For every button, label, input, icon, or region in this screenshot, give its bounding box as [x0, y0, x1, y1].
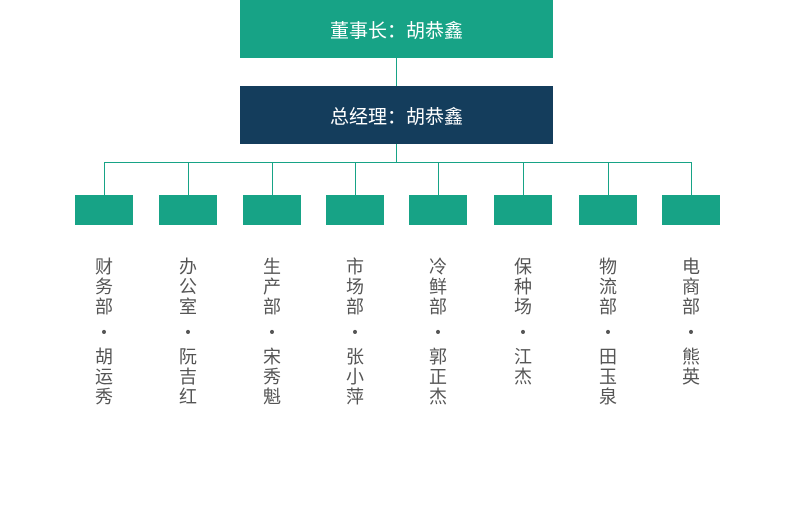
dept-head-name: 张小萍: [346, 347, 364, 408]
dept-name: 保种场: [514, 257, 532, 318]
dept-head-name: 郭正杰: [429, 347, 447, 408]
dept-name: 生产部: [263, 257, 281, 318]
dept-name: 办公室: [179, 257, 197, 318]
dept-header-block: [579, 195, 637, 225]
dept-head-name: 熊英: [682, 347, 700, 388]
dept-header-block: [409, 195, 467, 225]
dept-label: 办公室 • 阮吉红: [159, 258, 217, 408]
dept-header-block: [326, 195, 384, 225]
dept-header-block: [75, 195, 133, 225]
separator-dot: •: [350, 325, 360, 341]
dept-label: 物流部 • 田玉泉: [579, 258, 637, 408]
dept-label: 生产部 • 宋秀魁: [243, 258, 301, 408]
separator-dot: •: [433, 325, 443, 341]
dept-label: 财务部 • 胡运秀: [75, 258, 133, 408]
general-manager-label: 总经理：胡恭鑫: [329, 105, 463, 128]
connector-dept-drop: [355, 162, 356, 195]
connector-chairman-gm: [396, 58, 397, 86]
dept-header-block: [662, 195, 720, 225]
connector-dept-drop: [438, 162, 439, 195]
connector-dept-drop: [691, 162, 692, 195]
separator-dot: •: [686, 325, 696, 341]
dept-name: 电商部: [682, 257, 700, 318]
chairman-box: 董事长：胡恭鑫: [240, 0, 553, 58]
connector-gm-bus: [396, 144, 397, 163]
connector-dept-drop: [272, 162, 273, 195]
dept-head-name: 田玉泉: [599, 347, 617, 408]
connector-dept-drop: [188, 162, 189, 195]
connector-dept-drop: [523, 162, 524, 195]
dept-head-name: 胡运秀: [95, 347, 113, 408]
chairman-label: 董事长：胡恭鑫: [329, 19, 463, 42]
dept-label: 电商部 • 熊英: [662, 258, 720, 388]
dept-name: 物流部: [599, 257, 617, 318]
separator-dot: •: [518, 325, 528, 341]
separator-dot: •: [267, 325, 277, 341]
dept-name: 市场部: [346, 257, 364, 318]
dept-header-block: [494, 195, 552, 225]
separator-dot: •: [183, 325, 193, 341]
separator-dot: •: [99, 325, 109, 341]
dept-head-name: 阮吉红: [179, 347, 197, 408]
dept-label: 市场部 • 张小萍: [326, 258, 384, 408]
dept-name: 财务部: [95, 257, 113, 318]
dept-name: 冷鲜部: [429, 257, 447, 318]
dept-header-block: [159, 195, 217, 225]
dept-label: 冷鲜部 • 郭正杰: [409, 258, 467, 408]
connector-dept-drop: [608, 162, 609, 195]
separator-dot: •: [603, 325, 613, 341]
dept-label: 保种场 • 江杰: [494, 258, 552, 388]
general-manager-box: 总经理：胡恭鑫: [240, 86, 553, 144]
dept-header-block: [243, 195, 301, 225]
dept-head-name: 宋秀魁: [263, 347, 281, 408]
connector-horizontal-bus: [104, 162, 691, 163]
connector-dept-drop: [104, 162, 105, 195]
dept-head-name: 江杰: [514, 347, 532, 388]
